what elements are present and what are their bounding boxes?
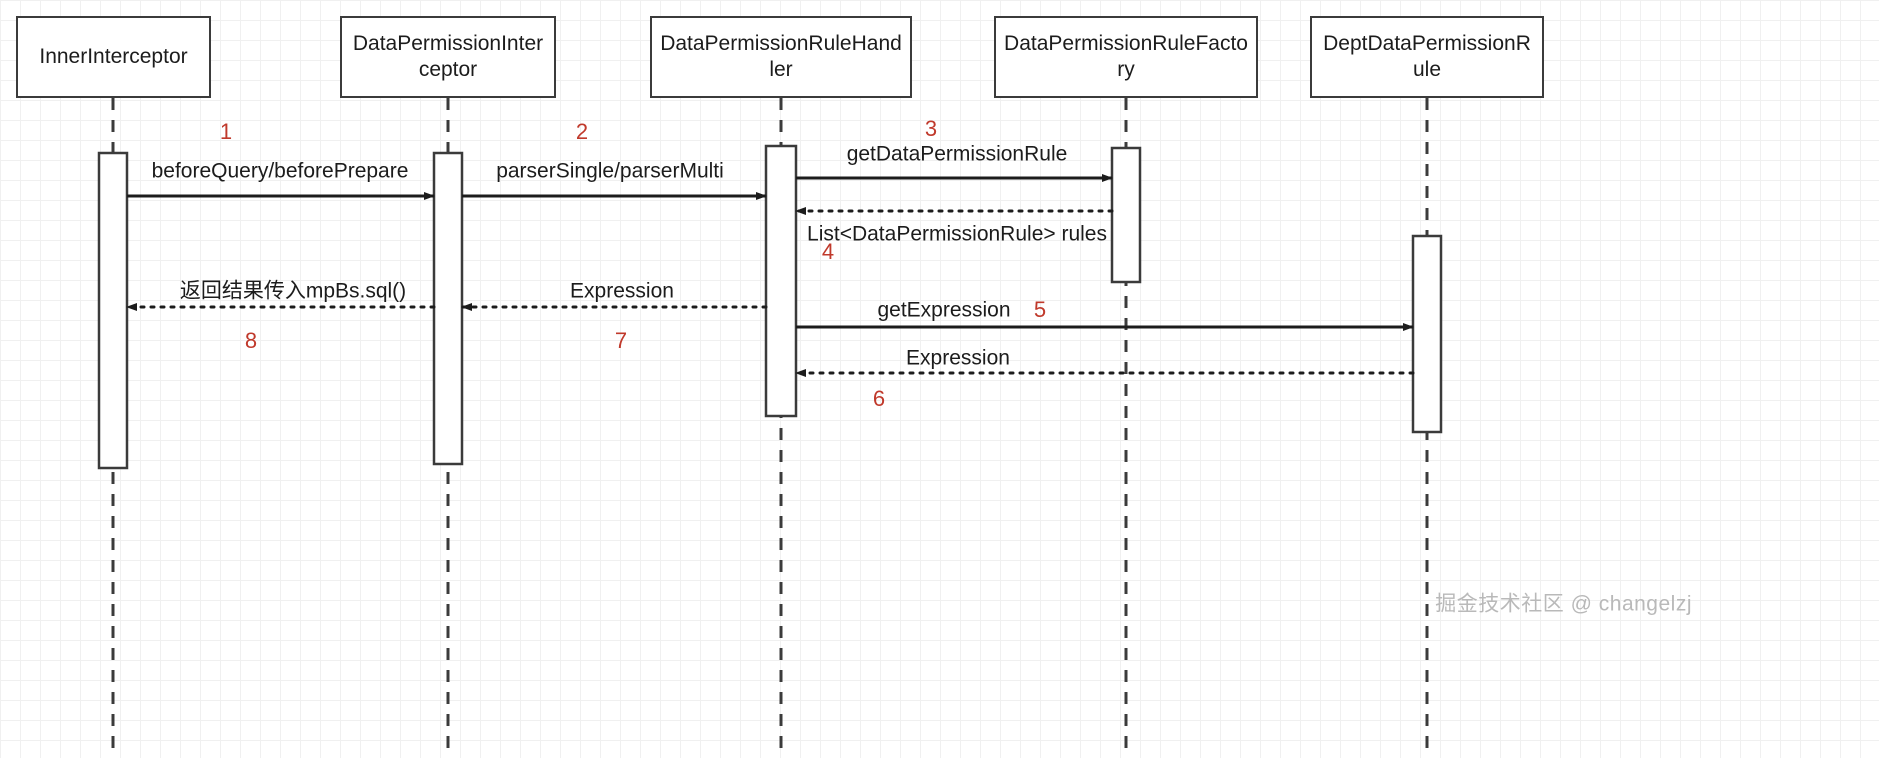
- message-label-8: 返回结果传入mpBs.sql(): [179, 279, 407, 303]
- participant-dept-data-permission-rule[interactable]: DeptDataPermissionRule: [1310, 16, 1544, 98]
- participant-data-permission-rule-factory[interactable]: DataPermissionRuleFactory: [994, 16, 1258, 98]
- act-data-permission-interceptor: [432, 151, 464, 466]
- message-label-4: List<DataPermissionRule> rules: [807, 222, 1107, 246]
- act-inner-interceptor: [97, 151, 129, 470]
- message-label-7: Expression: [570, 279, 674, 303]
- participant-label: DeptDataPermissionRule: [1323, 31, 1531, 81]
- message-label-1: beforeQuery/beforePrepare: [151, 159, 409, 183]
- participant-label: DataPermissionRuleHandler: [660, 31, 902, 81]
- sequence-number-6: 6: [872, 386, 886, 411]
- participant-data-permission-interceptor[interactable]: DataPermissionInterceptor: [340, 16, 556, 98]
- act-data-permission-rule-factory: [1110, 146, 1142, 284]
- sequence-number-2: 2: [575, 119, 589, 144]
- sequence-number-8: 8: [244, 328, 258, 353]
- sequence-number-4: 4: [821, 239, 835, 264]
- message-label-3: getDataPermissionRule: [846, 142, 1068, 166]
- act-data-permission-rule-handler: [764, 144, 798, 418]
- participant-data-permission-rule-handler[interactable]: DataPermissionRuleHandler: [650, 16, 912, 98]
- watermark: 掘金技术社区 @ changelzj: [1435, 592, 1692, 616]
- message-arrows-group: [125, 174, 1415, 377]
- sequence-number-5: 5: [1033, 297, 1047, 322]
- participant-label: InnerInterceptor: [39, 44, 188, 68]
- participant-label: DataPermissionRuleFactory: [1004, 31, 1248, 81]
- participant-label: DataPermissionInterceptor: [352, 31, 544, 81]
- sequence-number-3: 3: [924, 116, 938, 141]
- sequence-number-1: 1: [219, 119, 233, 144]
- participant-inner-interceptor[interactable]: InnerInterceptor: [16, 16, 211, 98]
- sequence-number-7: 7: [614, 328, 628, 353]
- message-label-5: getExpression: [877, 298, 1011, 322]
- message-label-6: Expression: [906, 346, 1010, 370]
- message-label-2: parserSingle/parserMulti: [496, 159, 724, 183]
- act-dept-data-permission-rule: [1411, 234, 1443, 434]
